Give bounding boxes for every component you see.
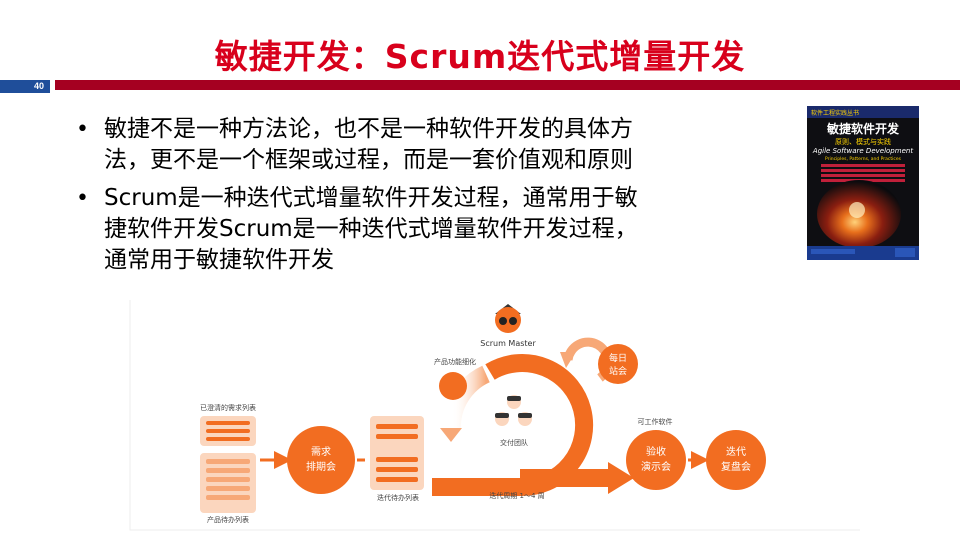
planning-label-2: 排期会	[306, 460, 336, 473]
slide-number: 40	[0, 80, 50, 93]
bullet-line: 法，更不是一个框架或过程，而是一套价值观和原则	[104, 145, 782, 176]
review-meeting-node	[626, 430, 686, 490]
clarified-backlog-card	[200, 416, 256, 446]
bullet-line: 通常用于敏捷软件开发	[104, 245, 782, 276]
bullet-line: Scrum是一种迭代式增量软件开发过程，通常用于敏	[104, 183, 782, 214]
bullet-dot-icon: •	[76, 183, 89, 214]
team-icon	[495, 395, 532, 426]
bullet-line: 捷软件开发Scrum是一种迭代式增量软件开发过程，	[104, 214, 782, 245]
working-software-label: 可工作软件	[638, 417, 673, 426]
bullet-list: • 敏捷不是一种方法论，也不是一种软件开发的具体方 法，更不是一个框架或过程，而…	[72, 114, 782, 283]
planning-meeting-node	[287, 426, 355, 494]
daily-standup-label-1: 每日	[609, 352, 627, 364]
sprint-backlog-card	[370, 416, 424, 490]
book-subtitle-cn: 原则、模式与实践	[835, 137, 891, 146]
retro-label-1: 迭代	[726, 446, 746, 458]
scrum-master-label: Scrum Master	[480, 339, 536, 348]
product-backlog-card	[200, 453, 256, 513]
product-backlog-label: 产品待办列表	[207, 515, 249, 524]
bullet-item: • Scrum是一种迭代式增量软件开发过程，通常用于敏 捷软件开发Scrum是一…	[72, 183, 782, 276]
loop-arrow-head-icon	[440, 428, 462, 442]
daily-standup-label-2: 站会	[609, 365, 627, 377]
product-refine-label: 产品功能细化	[434, 357, 476, 366]
book-series: 软件工程实践丛书	[811, 109, 859, 117]
bullet-item: • 敏捷不是一种方法论，也不是一种软件开发的具体方 法，更不是一个框架或过程，而…	[72, 114, 782, 176]
book-title-en: Agile Software Development	[812, 147, 913, 155]
retro-meeting-node	[706, 430, 766, 490]
team-label: 交付团队	[500, 438, 528, 447]
bullet-dot-icon: •	[76, 114, 89, 145]
book-title-cn: 敏捷软件开发	[826, 121, 900, 136]
sprint-backlog-label: 迭代待办列表	[377, 493, 419, 502]
slide-title: 敏捷开发：Scrum迭代式增量开发	[0, 30, 960, 78]
refine-node	[439, 372, 467, 400]
bullet-line: 敏捷不是一种方法论，也不是一种软件开发的具体方	[104, 114, 782, 145]
book-cover-image: 软件工程实践丛书 敏捷软件开发 原则、模式与实践 Agile Software …	[807, 106, 919, 260]
sprint-cycle-label: 迭代周期 1～4 周	[489, 491, 544, 500]
retro-label-2: 复盘会	[721, 460, 751, 473]
book-subtitle-en: Principles, Patterns, and Practices	[825, 156, 902, 162]
scrum-process-diagram: Scrum Master 已澄清的需求列表 产品待办列表 需求 排期会 迭代待办…	[120, 292, 960, 540]
daily-standup-node	[598, 344, 638, 384]
scrum-master-icon	[495, 304, 521, 333]
title-divider-bar	[55, 80, 960, 90]
planning-label-1: 需求	[311, 446, 331, 458]
review-label-2: 演示会	[641, 460, 671, 473]
clarified-backlog-label: 已澄清的需求列表	[200, 403, 256, 412]
review-label-1: 验收	[646, 445, 666, 458]
